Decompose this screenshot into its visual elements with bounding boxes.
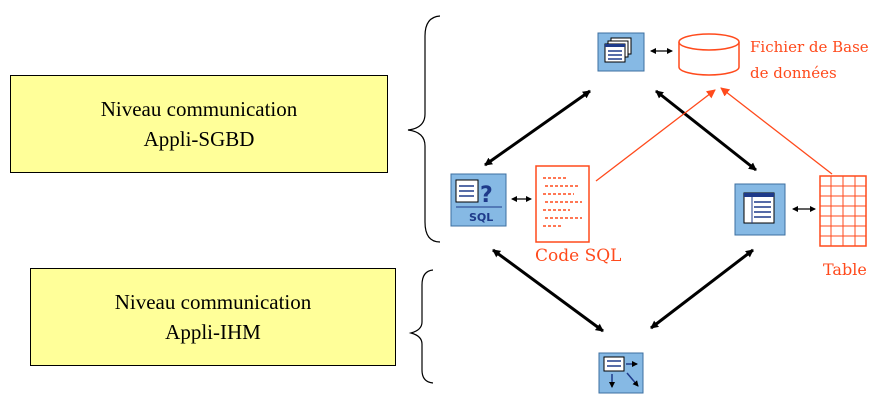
- forms-window-icon: [597, 32, 645, 72]
- level-box-ihm-line1: Niveau communication: [114, 290, 312, 314]
- level-box-appli-ihm: Niveau communication Appli-IHM: [30, 268, 396, 366]
- table-sheet-icon: [819, 175, 867, 247]
- level-box-ihm-line2: Appli-IHM: [165, 320, 261, 344]
- arrow-forms-query: [484, 89, 591, 167]
- arrow-doc-db: [595, 89, 716, 182]
- ui-interface-icon: [598, 352, 644, 394]
- arrow-table-db: [720, 87, 833, 175]
- sql-code-label: Code SQL: [535, 246, 622, 266]
- sql-query-icon: ? SQL: [450, 173, 507, 227]
- database-file-label: Fichier de Base de données: [750, 34, 869, 86]
- svg-text:SQL: SQL: [469, 211, 493, 224]
- database-cylinder-icon: [678, 33, 740, 76]
- brace-sgbd: [407, 15, 441, 243]
- database-file-label-line2: de données: [750, 64, 837, 82]
- table-label: Table: [823, 260, 867, 279]
- arrow-grid-ui: [650, 248, 754, 330]
- sql-code-document-icon: [535, 165, 590, 243]
- arrow-query-ui: [492, 248, 604, 333]
- level-box-sgbd-line2: Appli-SGBD: [143, 127, 255, 151]
- database-file-label-line1: Fichier de Base: [750, 38, 869, 56]
- level-box-appli-sgbd: Niveau communication Appli-SGBD: [10, 75, 388, 173]
- svg-text:?: ?: [480, 183, 493, 208]
- arrow-forms-grid: [655, 89, 757, 172]
- data-grid-icon: [734, 183, 786, 236]
- brace-ihm: [408, 269, 434, 384]
- level-box-sgbd-line1: Niveau communication: [100, 97, 298, 121]
